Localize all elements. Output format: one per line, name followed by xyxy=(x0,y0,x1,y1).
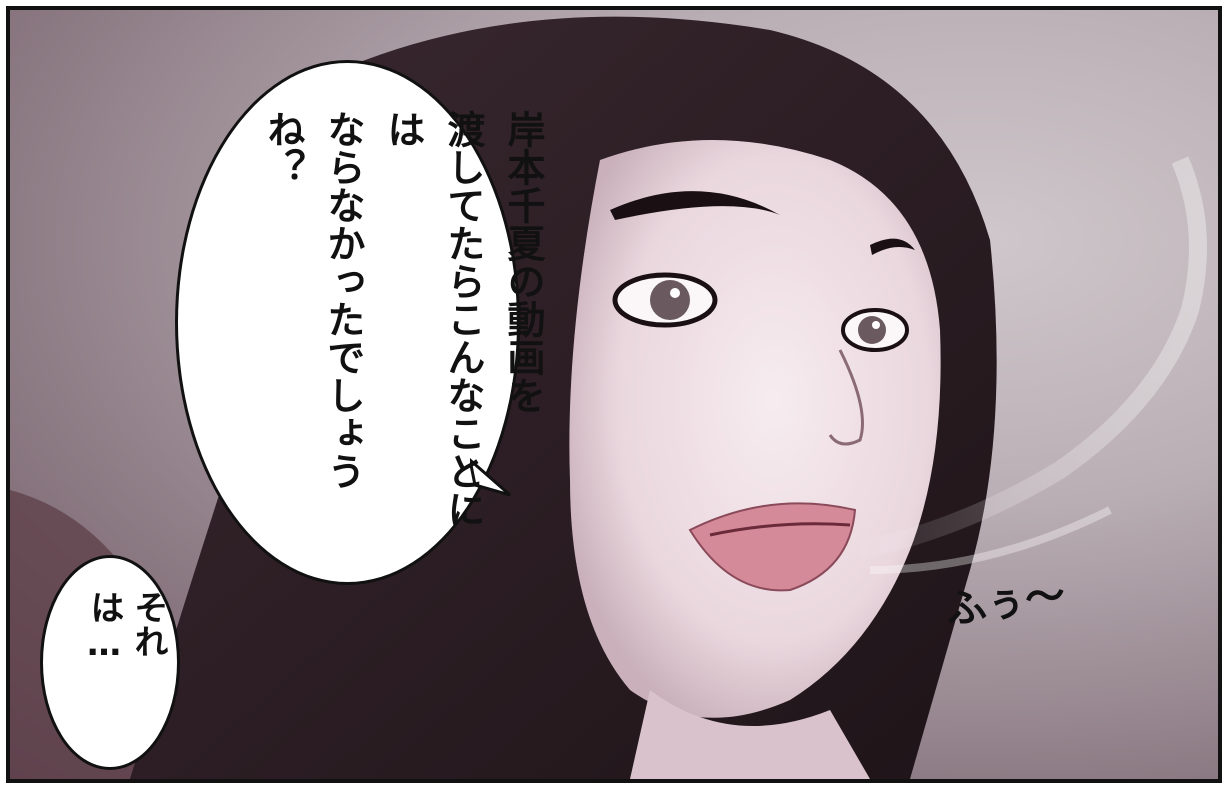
speech-small-line-2: は… xyxy=(84,590,124,664)
speech-bubble-small xyxy=(40,555,180,770)
smoke xyxy=(858,156,1207,559)
manga-panel: 岸本千夏の動画を 渡してたらこんなことには ならなかったでしょうね？ それ は…… xyxy=(6,6,1222,783)
speech-main-line-1: 岸本千夏の動画を xyxy=(501,110,545,414)
left-iris xyxy=(650,280,690,320)
speech-bubble-main xyxy=(175,60,520,585)
speech-small-text: それ は… xyxy=(82,590,170,750)
right-eyebrow xyxy=(870,238,915,255)
neck xyxy=(630,690,870,779)
speech-bubble-tail xyxy=(470,458,511,497)
speech-main-text: 岸本千夏の動画を 渡してたらこんなことには ならなかったでしょうね？ xyxy=(253,110,553,530)
nose xyxy=(828,349,864,446)
speech-main-line-2: 渡してたらこんなことには xyxy=(381,110,485,528)
right-iris xyxy=(858,316,886,344)
speech-small-line-1: それ xyxy=(128,590,168,658)
left-eyebrow xyxy=(610,191,780,220)
speech-main-line-3: ならなかったでしょうね？ xyxy=(261,110,365,490)
